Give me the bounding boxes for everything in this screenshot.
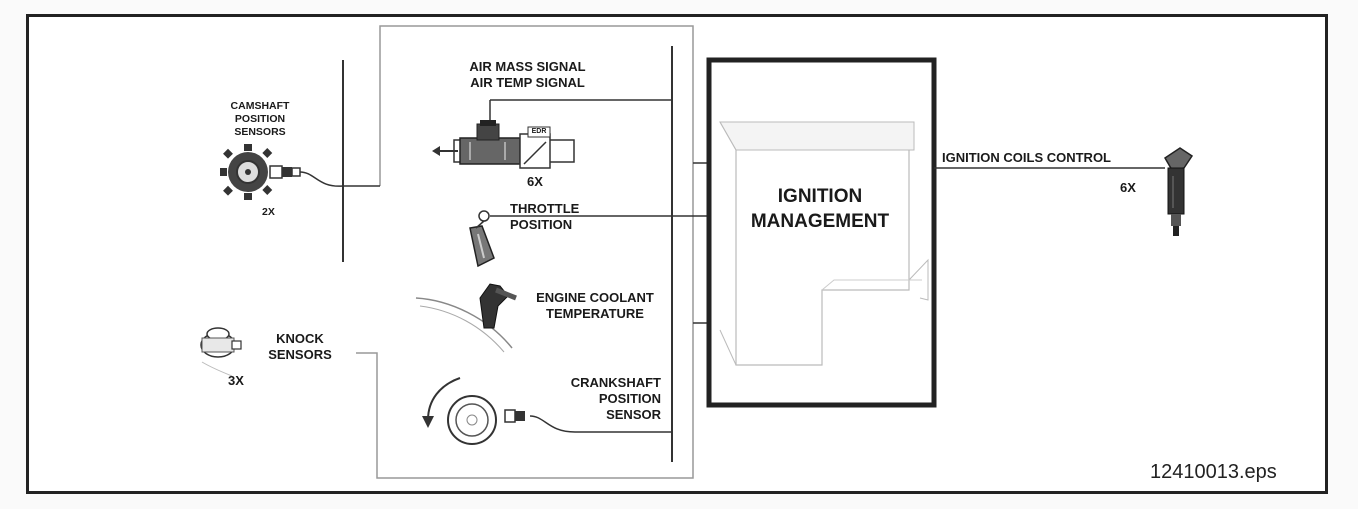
module-step-line-2 <box>821 279 922 291</box>
coolant-label-line2: TEMPERATURE <box>546 306 644 321</box>
air-mass-count: 6X <box>527 174 543 189</box>
edr-badge-box <box>527 126 551 138</box>
ignition-module-box <box>706 57 937 408</box>
crankshaft-label-line1: CRANKSHAFT <box>570 375 661 390</box>
camshaft-label: CAMSHAFT POSITION SENSORS <box>215 100 305 139</box>
throttle-position-icon <box>469 210 495 268</box>
ignition-coils-label: IGNITION COILS CONTROL <box>942 150 1111 165</box>
camshaft-wire <box>299 171 380 187</box>
air-temp-label-line2: AIR TEMP SIGNAL <box>470 75 585 90</box>
knock-sensor-icon <box>200 327 242 377</box>
ignition-management-label: IGNITION MANAGEMENT <box>720 184 920 234</box>
coolant-temp-icon <box>415 283 517 353</box>
air-mass-label: AIR MASS SIGNAL AIR TEMP SIGNAL <box>450 59 605 91</box>
throttle-label: THROTTLE POSITION <box>510 201 579 233</box>
module-diag-line-2 <box>719 329 737 366</box>
module-step-line <box>908 258 929 301</box>
module-top-face <box>719 121 915 151</box>
coolant-label: ENGINE COOLANT TEMPERATURE <box>520 290 670 322</box>
crankshaft-label-line3: SENSOR <box>606 407 661 422</box>
air-mass-meter-icon <box>432 120 575 169</box>
coolant-label-line1: ENGINE COOLANT <box>536 290 654 305</box>
throttle-label-line1: THROTTLE <box>510 201 580 216</box>
camshaft-sensor-icon <box>220 144 301 200</box>
throttle-label-line2: POSITION <box>510 217 573 232</box>
camshaft-label-line1: CAMSHAFT <box>230 100 290 112</box>
ignition-coils-count: 6X <box>1120 180 1136 195</box>
knock-label-line1: KNOCK <box>276 331 324 346</box>
file-reference: 12410013.eps <box>1150 461 1277 483</box>
knock-label-line2: SENSORS <box>268 347 332 362</box>
diagram-frame <box>26 14 1328 494</box>
camshaft-label-line2: POSITION <box>234 113 286 125</box>
crankshaft-label-line2: POSITION <box>598 391 661 406</box>
ignition-management-line2: MANAGEMENT <box>750 211 890 232</box>
knock-count: 3X <box>228 373 244 388</box>
crankshaft-wire <box>529 415 672 433</box>
camshaft-count: 2X <box>262 206 275 218</box>
crankshaft-label: CRANKSHAFT POSITION SENSOR <box>530 375 661 423</box>
air-mass-label-line1: AIR MASS SIGNAL <box>469 59 586 74</box>
module-inner-outline <box>735 150 910 366</box>
input-panel-border <box>356 25 694 479</box>
knock-label: KNOCK SENSORS <box>268 331 332 363</box>
ignition-management-line1: IGNITION <box>777 186 863 207</box>
camshaft-label-line3: SENSORS <box>234 126 286 138</box>
edr-badge-text: EDR <box>531 128 547 135</box>
ignition-coil-icon <box>1163 147 1194 236</box>
crankshaft-sensor-icon <box>422 377 525 445</box>
module-diag-line <box>719 121 737 151</box>
